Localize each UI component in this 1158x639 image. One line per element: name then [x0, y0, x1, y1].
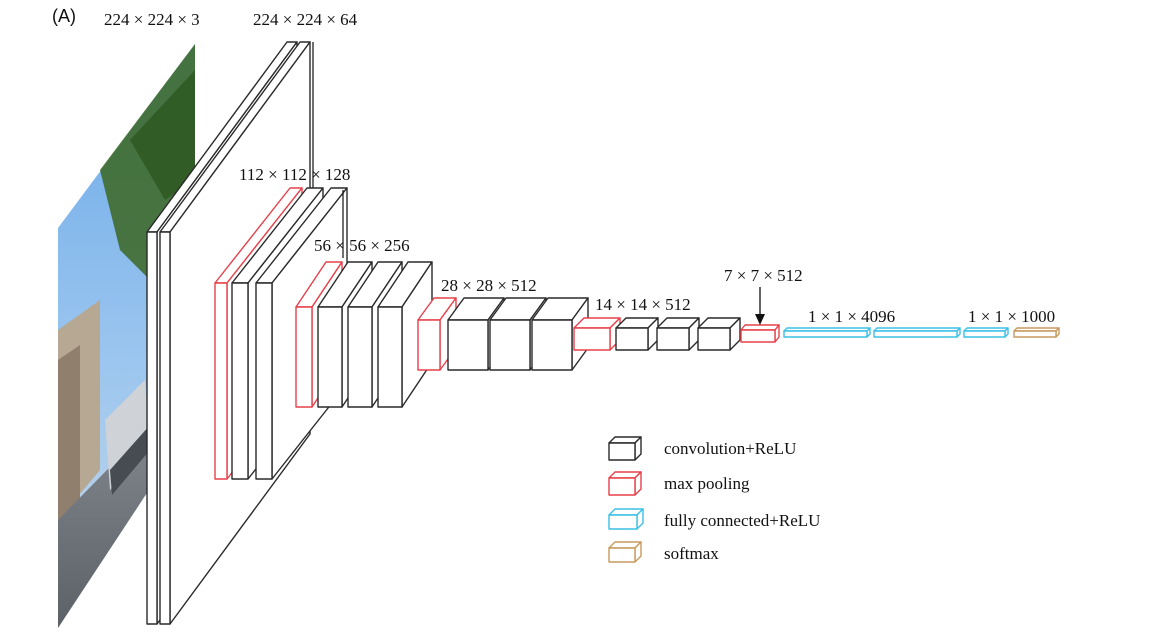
- label-out-dim: 1 × 1 × 1000: [968, 307, 1055, 326]
- pool5-arrow: [755, 287, 765, 325]
- legend-swatch-fc: [608, 508, 644, 530]
- layer-stack: [146, 41, 1060, 625]
- label-pool5-dim: 7 × 7 × 512: [724, 266, 803, 285]
- legend-label-fc: fully connected+ReLU: [664, 511, 820, 530]
- label-block2-dim: 112 × 112 × 128: [239, 165, 350, 184]
- block5-conv3: [697, 317, 741, 351]
- label-block4-dim: 28 × 28 × 512: [441, 276, 537, 295]
- legend-swatch-softmax: [608, 541, 642, 563]
- legend-box-conv: [608, 436, 642, 461]
- legend-label-conv: convolution+ReLU: [664, 439, 796, 458]
- softmax-layer: [1013, 327, 1060, 338]
- legend-box-fc: [608, 508, 644, 530]
- label-input-dim: 224 × 224 × 3: [104, 10, 200, 29]
- block5-conv1: [615, 317, 659, 351]
- legend-item-pool: max pooling: [608, 471, 750, 496]
- legend-swatch-conv: [608, 436, 642, 461]
- fc8: [963, 327, 1009, 338]
- legend-swatch-pool: [608, 471, 642, 496]
- fc6: [783, 327, 871, 338]
- legend-item-softmax: softmax: [608, 541, 719, 563]
- input-image: [58, 44, 195, 628]
- label-fc-dim: 1 × 1 × 4096: [808, 307, 895, 326]
- legend-item-conv: convolution+ReLU: [608, 436, 796, 461]
- label-block5-dim: 14 × 14 × 512: [595, 295, 691, 314]
- panel-label: (A): [52, 6, 76, 26]
- block5-conv2: [656, 317, 700, 351]
- legend: convolution+ReLU max pooling fully conne…: [608, 436, 820, 563]
- legend-label-pool: max pooling: [664, 474, 750, 493]
- block5-pool: [573, 317, 621, 351]
- fc7: [873, 327, 961, 338]
- block3-conv3: [377, 261, 433, 408]
- pool5: [740, 324, 780, 343]
- legend-label-softmax: softmax: [664, 544, 719, 563]
- legend-box-pool: [608, 471, 642, 496]
- label-block3-dim: 56 × 56 × 256: [314, 236, 410, 255]
- legend-item-fc: fully connected+ReLU: [608, 508, 820, 530]
- label-block1-dim: 224 × 224 × 64: [253, 10, 358, 29]
- legend-box-softmax: [608, 541, 642, 563]
